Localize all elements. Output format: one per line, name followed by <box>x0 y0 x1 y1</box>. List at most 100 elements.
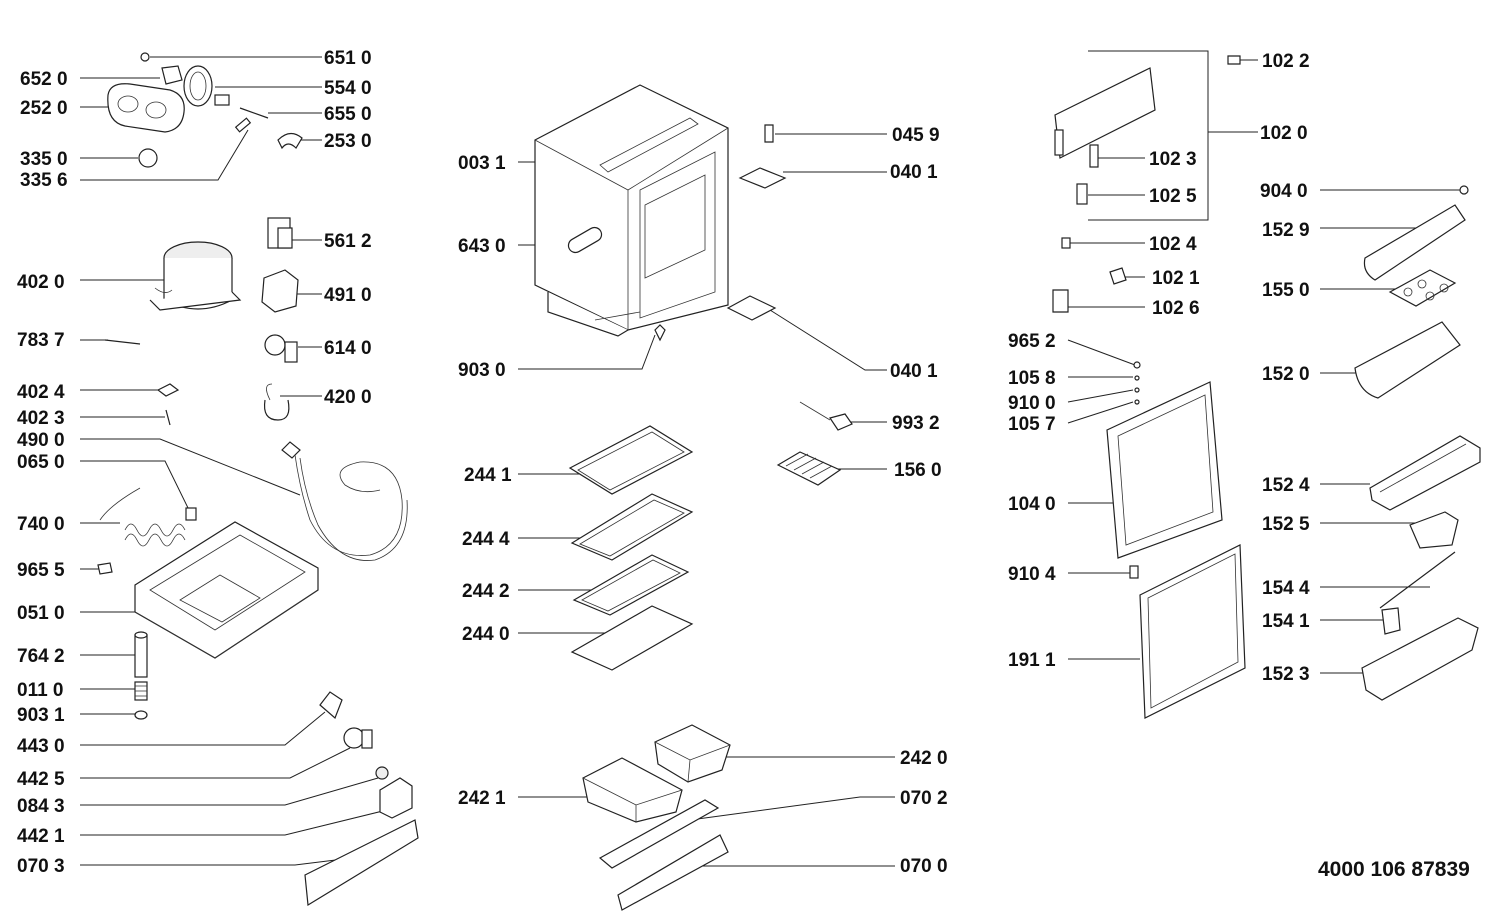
label-4900: 490 0 <box>17 430 65 451</box>
label-1058: 105 8 <box>1008 368 1056 389</box>
ice-tray-part <box>776 451 842 486</box>
label-6510: 651 0 <box>324 48 372 69</box>
label-3350: 335 0 <box>20 149 68 170</box>
hinge-0401-bottom-part <box>726 295 777 321</box>
lamp-housing-part <box>107 52 303 168</box>
label-9655: 965 5 <box>17 560 65 581</box>
rod-1544-part <box>1379 551 1456 609</box>
label-5540: 554 0 <box>324 78 372 99</box>
bracket-1023-part <box>1089 144 1099 168</box>
shelf-2442-part <box>572 554 690 616</box>
label-9652: 965 2 <box>1008 331 1056 352</box>
bracket-4430-part <box>319 691 343 720</box>
label-0401-top: 040 1 <box>890 162 938 183</box>
label-9031: 903 1 <box>17 705 65 726</box>
label-0650: 065 0 <box>17 452 65 473</box>
label-1022: 102 2 <box>1262 51 1310 72</box>
knob-0843-part <box>375 766 389 780</box>
label-1524: 152 4 <box>1262 475 1310 496</box>
cabinet-part <box>534 84 729 337</box>
door-1040-part <box>1106 381 1223 559</box>
label-6520: 652 0 <box>20 69 68 90</box>
kickplate-0703-part <box>304 819 419 907</box>
crisper-2420-part <box>654 724 731 783</box>
sensor-9932-part <box>799 401 853 431</box>
thermostat-4425-part <box>343 727 373 749</box>
label-1025: 102 5 <box>1149 186 1197 207</box>
label-2440: 244 0 <box>462 624 510 645</box>
gasket-1911-part <box>1139 544 1246 719</box>
leg-7642-part <box>134 631 148 678</box>
label-1544: 154 4 <box>1262 578 1310 599</box>
label-1541: 154 1 <box>1262 611 1310 632</box>
capacitor-4200-part <box>263 383 290 421</box>
label-7642: 764 2 <box>17 646 65 667</box>
pin-1058-part <box>1134 375 1140 381</box>
nut-9031-part <box>134 710 148 720</box>
label-2520: 252 0 <box>20 98 68 119</box>
door-shelf-1520-part <box>1354 321 1461 399</box>
label-9100: 910 0 <box>1008 393 1056 414</box>
relay-cover-part <box>261 269 299 313</box>
clip-1024-part <box>1061 237 1071 249</box>
bracket-1025-part <box>1076 183 1088 205</box>
label-1026: 102 6 <box>1152 298 1200 319</box>
label-7400: 740 0 <box>17 514 65 535</box>
relay-5612-part <box>267 217 293 249</box>
power-cord-part <box>281 441 408 561</box>
label-9040: 904 0 <box>1260 181 1308 202</box>
holder-1525-part <box>1409 511 1459 549</box>
flap-1529-part <box>1363 204 1466 281</box>
label-4200: 420 0 <box>324 387 372 408</box>
label-4020: 402 0 <box>17 272 65 293</box>
label-4024: 402 4 <box>17 382 65 403</box>
rail-0702-part <box>598 799 720 869</box>
label-0843: 084 3 <box>17 796 65 817</box>
crisper-2421-part <box>582 757 683 823</box>
part-labels: 651 0 652 0 554 0 252 0 655 0 253 0 335 … <box>17 48 1470 881</box>
label-0703: 070 3 <box>17 856 65 877</box>
label-1529: 152 9 <box>1262 220 1310 241</box>
label-1911: 191 1 <box>1008 650 1056 671</box>
label-1023: 102 3 <box>1149 149 1197 170</box>
pin-0459-part <box>764 124 774 143</box>
rail-0700-part <box>617 834 729 911</box>
clip-1541-part <box>1381 607 1401 635</box>
part-drawings <box>97 52 1481 911</box>
label-1057: 105 7 <box>1008 414 1056 435</box>
label-0459: 045 9 <box>892 125 940 146</box>
compressor-part <box>149 241 242 311</box>
label-1520: 152 0 <box>1262 364 1310 385</box>
hinge-0401-top-part <box>738 167 787 189</box>
document-number: 4000 106 87839 <box>1318 858 1470 881</box>
label-0031: 003 1 <box>458 153 506 174</box>
label-6550: 655 0 <box>324 104 372 125</box>
clip-1021-part <box>1109 267 1127 285</box>
shelf-2441-part <box>568 425 694 495</box>
label-1523: 152 3 <box>1262 664 1310 685</box>
bracket-4421-part <box>379 777 413 819</box>
starter-6140-part <box>264 334 298 363</box>
label-4425: 442 5 <box>17 769 65 790</box>
bushing-1057-part <box>1134 399 1140 405</box>
cap-1022-part <box>1227 55 1241 65</box>
egg-tray-part <box>1388 269 1457 307</box>
label-1020: 102 0 <box>1260 123 1308 144</box>
label-4430: 443 0 <box>17 736 65 757</box>
label-9104: 910 4 <box>1008 564 1056 585</box>
bottle-rack-1524-part <box>1369 435 1481 511</box>
label-2421: 242 1 <box>458 788 506 809</box>
clip-4023-part <box>165 409 171 426</box>
screw-9652-part <box>1133 361 1141 369</box>
label-0702: 070 2 <box>900 788 948 809</box>
label-2420: 242 0 <box>900 748 948 769</box>
plug-9030-part <box>654 324 666 342</box>
label-1525: 152 5 <box>1262 514 1310 535</box>
foot-0110-part <box>134 681 148 701</box>
washer-9100-part <box>1134 387 1140 393</box>
hinge-1026-part <box>1052 289 1069 313</box>
heater-spring-part <box>99 487 197 547</box>
clip-4024-part <box>156 383 180 397</box>
label-2444: 244 4 <box>462 529 510 550</box>
